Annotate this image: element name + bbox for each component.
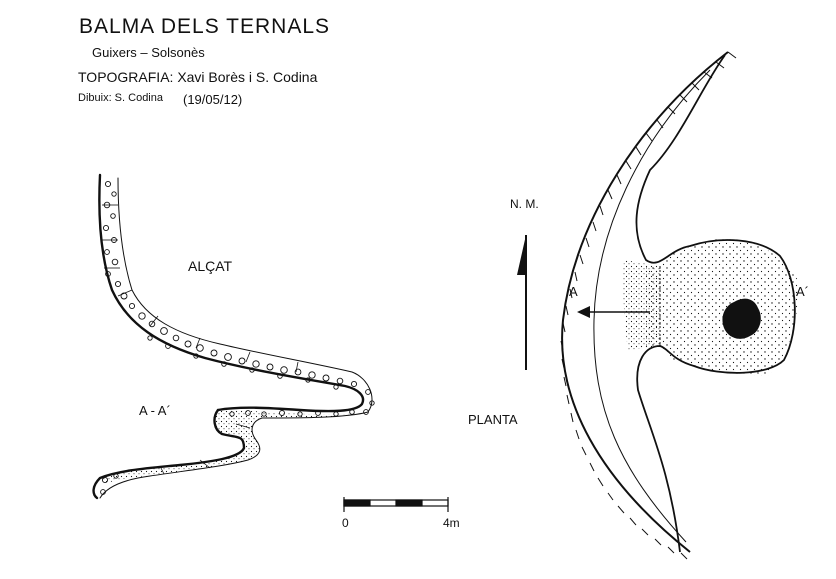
location-subtitle: Guixers – Solsonès bbox=[92, 45, 205, 60]
section-sediment-fill bbox=[100, 409, 368, 483]
plan-chamber-fill bbox=[646, 238, 799, 376]
drawing-credit: Dibuix: S. Codina bbox=[78, 92, 163, 104]
plan-dripline-ticks bbox=[560, 51, 737, 560]
scale-bar bbox=[343, 497, 449, 512]
plan-boulder bbox=[722, 298, 761, 339]
section-hatch-marks bbox=[102, 204, 299, 475]
survey-date: (19/05/12) bbox=[183, 92, 243, 107]
plan-dripline bbox=[561, 51, 729, 553]
elevation-label: ALÇAT bbox=[188, 258, 233, 274]
topography-credit: TOPOGRAFIA: Xavi Borès i S. Codina bbox=[78, 69, 318, 85]
elevation-section-drawing bbox=[92, 173, 373, 500]
scale-start-label: 0 bbox=[342, 516, 349, 530]
section-a-prime-marker: A´ bbox=[796, 284, 809, 299]
plan-drawing bbox=[560, 51, 799, 560]
section-label: A - A´ bbox=[139, 403, 171, 418]
section-line-arrow bbox=[577, 306, 650, 318]
plan-label: PLANTA bbox=[468, 412, 518, 427]
section-a-marker: A bbox=[569, 284, 578, 299]
magnetic-north-label: N. M. bbox=[510, 197, 539, 211]
plan-inner-arc bbox=[593, 69, 711, 543]
section-rubble-stones bbox=[100, 180, 375, 495]
sheet-title: BALMA DELS TERNALS bbox=[79, 15, 331, 38]
section-fill-boundary bbox=[99, 177, 373, 499]
scale-end-label: 4m bbox=[443, 516, 460, 530]
north-arrow bbox=[517, 235, 527, 370]
